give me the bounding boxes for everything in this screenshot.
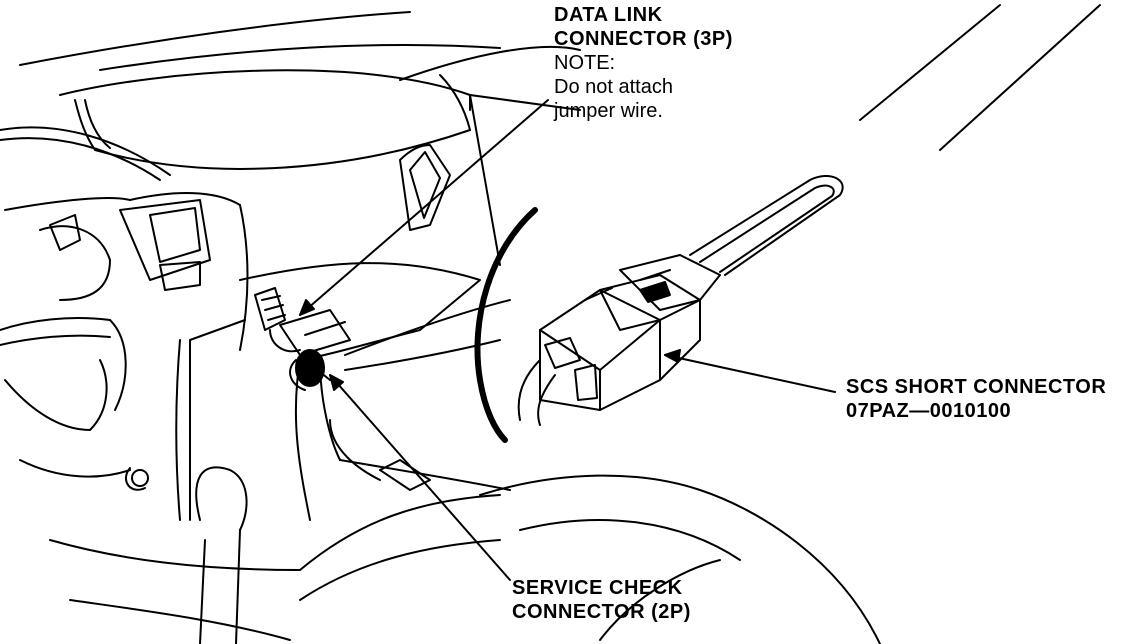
dlc-arrow-head [299,299,315,316]
scs-part-number: 07PAZ—0010100 [846,400,1012,422]
scs-label-line1: SCS SHORT CONNECTOR [846,376,1107,398]
scs-short-connector [517,175,844,426]
service-check-connector-label: SERVICE CHECK CONNECTOR (2P) [512,576,691,624]
data-link-connector-label: DATA LINK CONNECTOR (3P) NOTE: Do not at… [554,3,733,123]
svc-arrow-shaft [329,374,511,581]
scs-arrow-head [664,349,681,363]
center-stack [4,192,249,521]
air-vent [399,144,451,231]
service-check-line1: SERVICE CHECK [512,577,683,599]
dashboard-top [59,69,501,266]
magnifier-outline [344,207,538,443]
service-check-connector [289,349,331,391]
windshield-lines [19,4,1101,151]
data-link-note-line1: Do not attach [554,76,673,98]
data-link-title-line1: DATA LINK [554,4,663,26]
data-link-title-line2: CONNECTOR (3P) [554,28,733,50]
data-link-note-line2: jumper wire. [554,100,663,122]
leader-arrows [299,99,836,581]
data-link-note-heading: NOTE: [554,52,616,74]
dlc-connector-cluster [254,287,351,356]
service-check-line2: CONNECTOR (2P) [512,601,691,623]
lower-dash [239,262,511,521]
seat [479,474,881,644]
scs-short-connector-label: SCS SHORT CONNECTOR 07PAZ—0010100 [846,375,1106,423]
svc-arrow-head [329,374,344,391]
dlc-arrow-shaft [299,99,549,316]
scs-arrow-shaft [664,354,836,393]
steering-wheel [0,126,171,478]
console-shifter [49,466,501,644]
